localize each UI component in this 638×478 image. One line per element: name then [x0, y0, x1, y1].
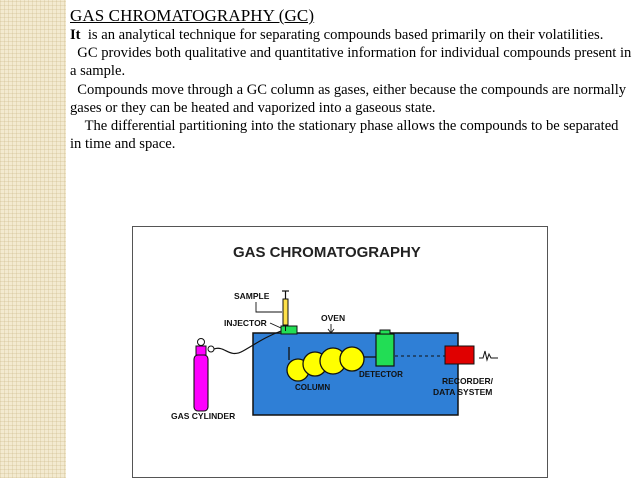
label-column: COLUMN	[295, 383, 330, 392]
paragraph-definition: It is an analytical technique for separa…	[70, 26, 632, 44]
gc-diagram: GAS CHROMATOGRAPHY SAMPLE INJECTOR	[132, 226, 548, 478]
chromatogram-icon	[479, 350, 498, 362]
label-recorder-2: DATA SYSTEM	[433, 387, 492, 397]
paragraph-lead: It	[70, 27, 81, 43]
slide-text: GAS CHROMATOGRAPHY (GC) It is an analyti…	[70, 6, 632, 153]
slide-title: GAS CHROMATOGRAPHY (GC)	[70, 6, 315, 25]
label-detector: DETECTOR	[359, 370, 403, 379]
syringe-icon	[282, 298, 289, 326]
valve-icon	[197, 338, 205, 346]
detector-block	[375, 333, 395, 367]
column-coil	[286, 346, 365, 382]
recorder-box	[444, 345, 475, 365]
paragraph-partitioning: The differential partitioning into the s…	[70, 118, 623, 153]
gas-cylinder	[193, 354, 209, 412]
oven-arrow-icon	[327, 328, 335, 334]
paragraph-definition-text: is an analytical technique for separatin…	[80, 27, 604, 43]
label-injector: INJECTOR	[224, 318, 267, 328]
label-oven: OVEN	[321, 313, 345, 323]
label-sample: SAMPLE	[234, 291, 270, 301]
decorative-left-strip	[0, 0, 66, 478]
gc-diagram-svg: GAS CHROMATOGRAPHY SAMPLE INJECTOR	[171, 244, 498, 421]
diagram-title: GAS CHROMATOGRAPHY	[233, 244, 421, 261]
injector-port	[280, 325, 298, 335]
oven-box	[252, 332, 459, 416]
paragraph-info: GC provides both qualitative and quantit…	[70, 45, 636, 80]
label-recorder-1: RECORDER/	[442, 376, 494, 386]
label-gas-cylinder: GAS CYLINDER	[171, 411, 235, 421]
carrier-gas-line	[213, 330, 282, 355]
paragraph-gas-phase: Compounds move through a GC column as ga…	[70, 81, 630, 116]
